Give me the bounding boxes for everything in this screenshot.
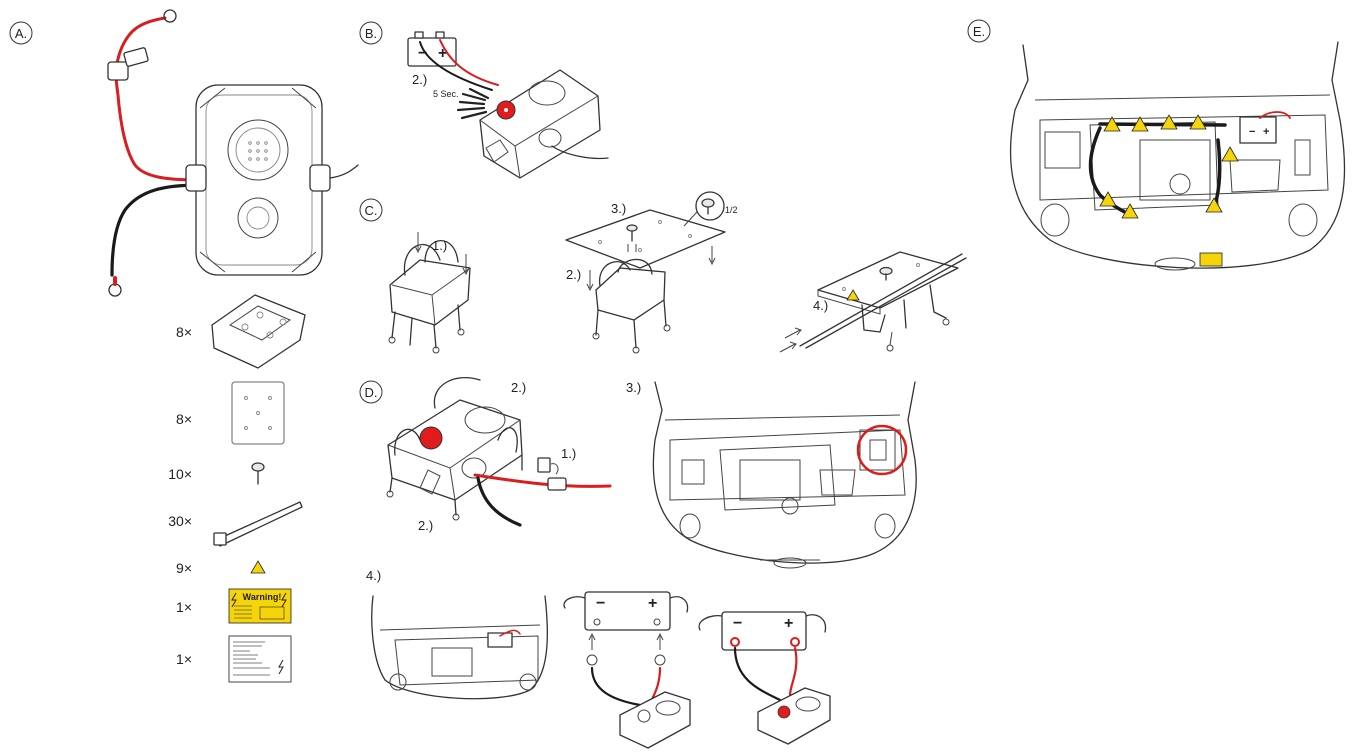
quantity-cable-tie: 30× [168, 513, 192, 529]
engine-bay-d4 [371, 595, 548, 700]
engine-bay-e: − + [1009, 41, 1346, 271]
section-c: C. 1.) [359, 191, 967, 354]
section-e: E. − + [967, 19, 1346, 271]
battery-minus-label: − [418, 45, 427, 62]
terminal1-minus: − [596, 595, 605, 612]
hazard-sticker [250, 560, 266, 574]
battery-e-minus: − [1249, 126, 1255, 138]
mounting-plate [231, 381, 285, 445]
step-d2a-number: 2.) [511, 380, 526, 395]
plate-on-rod [779, 251, 967, 353]
step-d4-number: 4.) [366, 568, 381, 583]
step-d2b-number: 2.) [418, 518, 433, 533]
terminal2-plus: + [784, 615, 793, 632]
section-d: D. 2.) 1.) 2.) 3.) [359, 377, 917, 749]
product-label [228, 635, 292, 683]
warning-label-title: Warning! [243, 592, 282, 602]
quantity-plate: 8× [176, 411, 192, 427]
step-c4-number: 4.) [813, 298, 828, 313]
step-c2-number: 2.) [566, 267, 581, 282]
screw [251, 462, 265, 485]
section-b: B. − + 2.) 5 Sec. [359, 21, 609, 179]
step-c3-number: 3.) [611, 201, 626, 216]
terminal1-plus: + [648, 595, 657, 612]
step-b-timing: 5 Sec. [433, 89, 459, 99]
quantity-product-label: 1× [176, 651, 192, 667]
siren-device-b [479, 69, 609, 179]
mounting-bracket [211, 294, 306, 369]
warning-label: Warning! [228, 588, 292, 624]
step-c1-number: 1.) [432, 238, 447, 253]
plate-assembly: 1/2 [565, 191, 738, 354]
quantity-bracket: 8× [176, 324, 192, 340]
section-label-a: A. [15, 26, 27, 41]
screw-fraction-label: 1/2 [725, 205, 738, 215]
quantity-warning-label: 1× [176, 599, 192, 615]
step-d1-number: 1.) [561, 446, 576, 461]
battery-e-plus: + [1263, 126, 1269, 138]
quantity-hazard-sticker: 9× [176, 560, 192, 576]
section-label-e: E. [973, 24, 985, 39]
quantity-screw: 10× [168, 466, 192, 482]
section-label-c: C. [365, 203, 378, 218]
section-a: A. [9, 9, 359, 683]
step-d3-number: 3.) [626, 380, 641, 395]
engine-bay-d3 [652, 381, 917, 569]
section-label-b: B. [365, 26, 377, 41]
siren-on-bracket-d [386, 377, 523, 521]
battery-terminal-view-1: − + [563, 591, 691, 749]
section-label-d: D. [365, 385, 378, 400]
terminal2-minus: − [733, 615, 742, 632]
step-b-number: 2.) [412, 72, 427, 87]
battery-terminal-view-2: − + [698, 611, 831, 745]
siren-unit [185, 84, 359, 276]
bracket-assembly-1 [388, 232, 471, 354]
battery-plus-label: + [438, 45, 447, 62]
cable-tie [213, 501, 303, 547]
